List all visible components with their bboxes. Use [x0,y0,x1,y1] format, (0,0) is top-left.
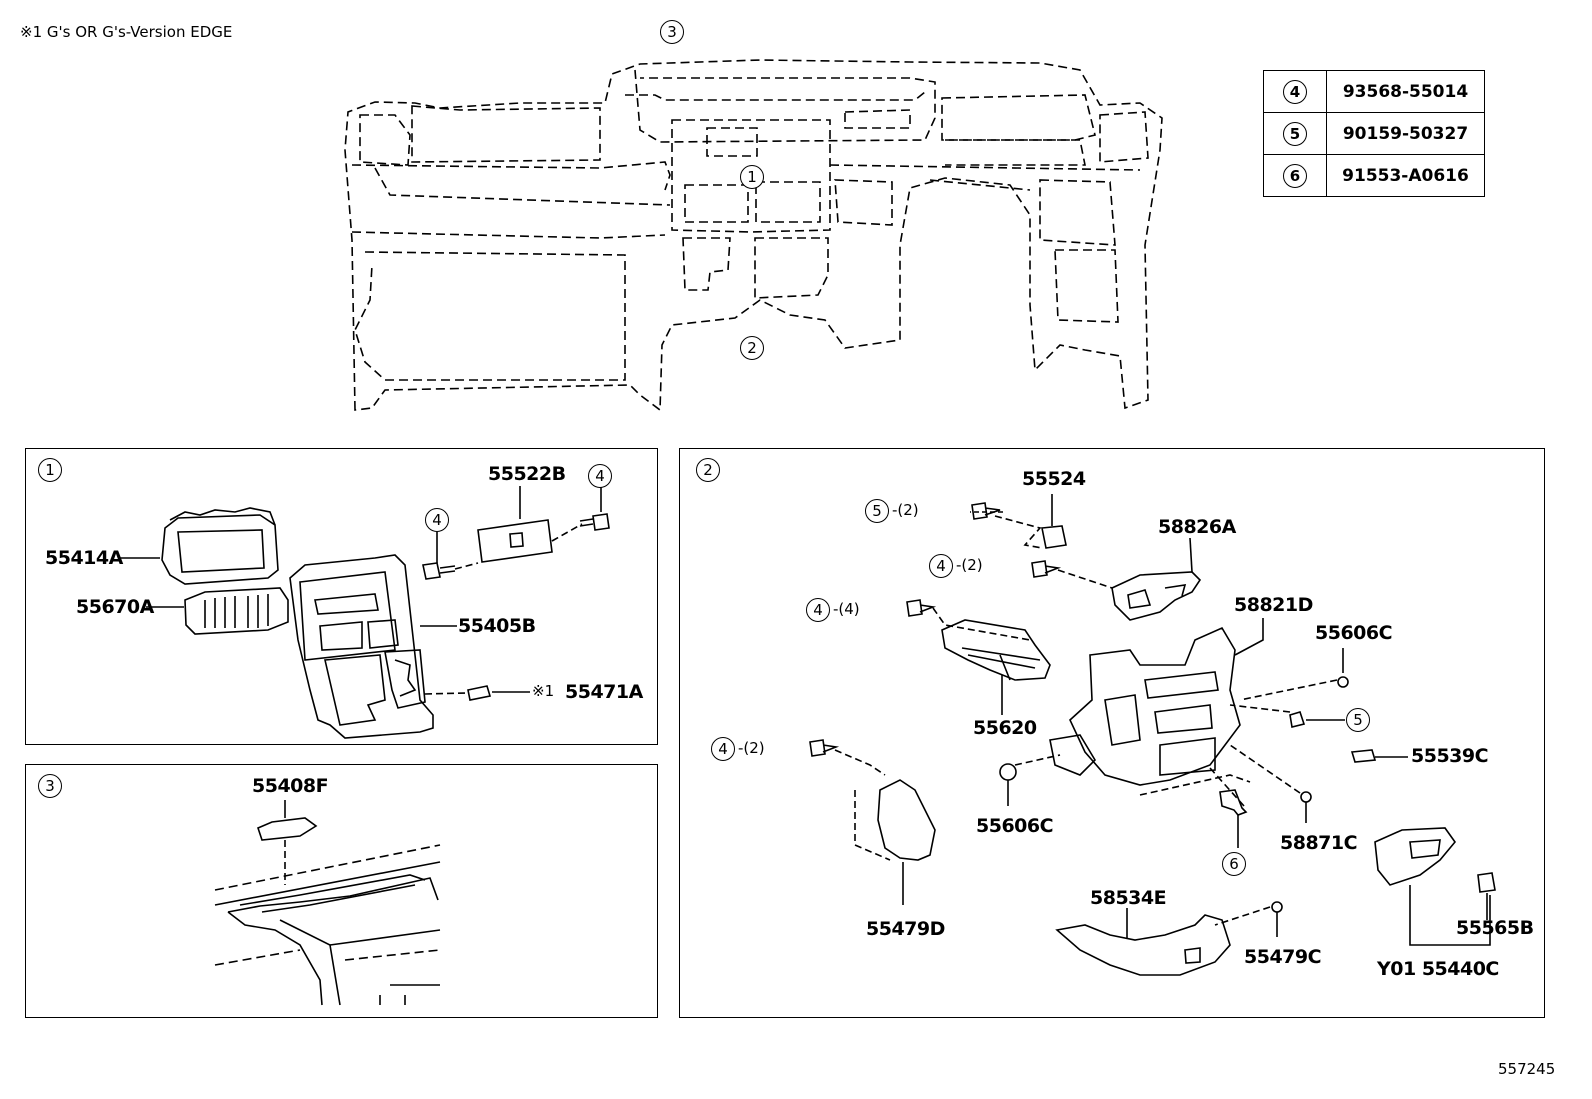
part-label-55479d: 55479D [866,918,945,940]
part-label-55440c: Y01 55440C [1377,958,1499,980]
part-label-55620: 55620 [973,717,1037,739]
panel1-leaders [118,486,602,695]
part-label-55565b: 55565B [1456,917,1534,939]
fastener-marker-5: 5 [1346,708,1370,732]
fastener-qty: -(2) [892,501,919,519]
panel-3-frame [25,764,658,1018]
part-label-55471a: 55471A [565,681,643,703]
fastener-marker-5: 5 [865,499,889,523]
part-label-55670a: 55670A [76,596,154,618]
part-label-55408f: 55408F [252,775,329,797]
star-note-marker: ※1 [532,682,555,700]
panel-2-frame [679,448,1545,1018]
reference-part-number: 93568-55014 [1326,70,1485,113]
panel-1-frame [25,448,658,745]
overview-marker-1: 1 [740,165,764,189]
part-label-58826a: 58826A [1158,516,1236,538]
reference-row: 5 90159-50327 [1263,112,1485,155]
panel3-artwork [214,800,441,1006]
reference-row: 4 93568-55014 [1263,70,1485,113]
fastener-qty: -(2) [738,739,765,757]
panel-3-marker: 3 [38,774,62,798]
figure-id: 557245 [1498,1060,1556,1078]
edge-version-note: ※1 G's OR G's-Version EDGE [20,23,233,41]
part-55670a-vent [184,587,289,635]
part-55620-holder [941,619,1051,681]
part-label-55606c-lower: 55606C [976,815,1054,837]
fastener-marker-6: 6 [1222,852,1246,876]
fastener-qty: -(2) [956,556,983,574]
fastener-marker-4: 4 [588,464,612,488]
part-55408f-cap [257,817,318,841]
part-label-58871c: 58871C [1280,832,1358,854]
reference-key-marker: 6 [1283,163,1307,188]
reference-key-marker: 4 [1283,79,1307,104]
part-55524-sensor [1041,525,1067,549]
reference-row: 6 91553-A0616 [1263,154,1485,197]
part-55522b-switch [477,519,553,563]
panel-1-marker: 1 [38,458,62,482]
part-label-55479c: 55479C [1244,946,1322,968]
part-58821d-panel [1069,626,1241,786]
part-55414a-bezel [161,514,279,585]
part-label-58821d: 58821D [1234,594,1313,616]
part-55440c-box [1374,827,1457,886]
dashboard-overview-outline [344,59,1163,412]
part-55405b-panel [289,554,434,739]
part-label-55524: 55524 [1022,468,1086,490]
part-label-55414a: 55414A [45,547,123,569]
fastener-marker-4: 4 [711,737,735,761]
fastener-marker-4: 4 [929,554,953,578]
fastener-marker-4: 4 [425,508,449,532]
fastener-qty: -(4) [833,600,860,618]
part-label-58534e: 58534E [1090,887,1167,909]
part-58826a-bracket [1111,571,1202,621]
panel-2-marker: 2 [696,458,720,482]
panel1-artwork [161,507,610,739]
part-label-55539c: 55539C [1411,745,1489,767]
reference-key-marker: 5 [1283,121,1307,146]
panel1-screws [422,513,610,580]
reference-part-number: 91553-A0616 [1326,154,1485,197]
part-label-55405b: 55405B [458,615,536,637]
fastener-marker-4: 4 [806,598,830,622]
part-58534e-trim [1055,914,1231,976]
overview-marker-2: 2 [740,336,764,360]
reference-part-number: 90159-50327 [1326,112,1485,155]
panel2-artwork [809,494,1496,976]
part-label-55522b: 55522B [488,463,566,485]
part-label-55606c: 55606C [1315,622,1393,644]
fastener-reference-table: 4 93568-55014 5 90159-50327 6 91553-A061… [1263,70,1485,197]
overview-marker-3: 3 [660,20,684,44]
part-55479d-cover [877,779,936,861]
